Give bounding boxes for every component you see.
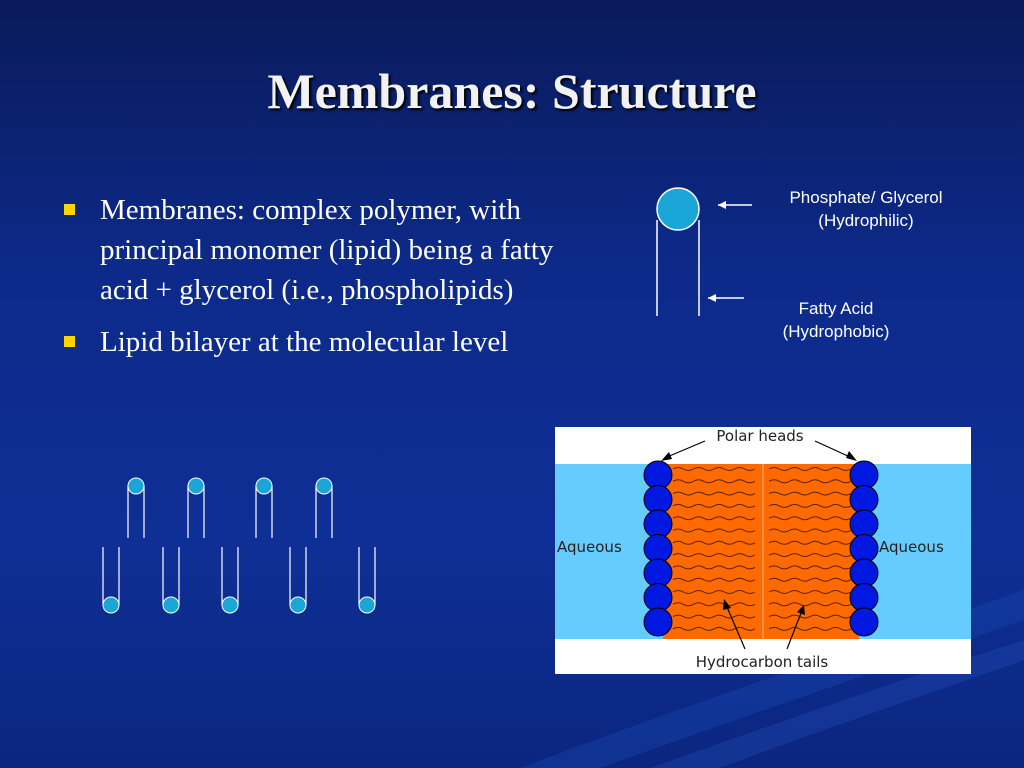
hydrocarbon-wave bbox=[768, 503, 852, 508]
aqueous-right-label: Aqueous bbox=[879, 538, 944, 556]
arrowhead-icon bbox=[797, 605, 805, 615]
slide-title: Membranes: Structure bbox=[267, 63, 757, 119]
lipid-head bbox=[255, 477, 273, 495]
hydrocarbon-wave bbox=[672, 602, 756, 607]
arrowhead-icon bbox=[723, 599, 731, 610]
lipid-head bbox=[187, 477, 205, 495]
tails-arrow-right bbox=[786, 612, 802, 650]
hydrocarbon-wave bbox=[768, 565, 852, 570]
polar-head bbox=[643, 485, 673, 514]
head-arrow-icon bbox=[718, 201, 726, 209]
phospholipid-molecule bbox=[358, 547, 376, 614]
hydrocarbon-wave bbox=[768, 577, 852, 582]
hydrocarbon-wave bbox=[672, 577, 756, 582]
hydrocarbon-wave bbox=[768, 540, 852, 545]
bullet-item: Lipid bilayer at the molecular level bbox=[62, 322, 582, 362]
bilayer-figure: Polar heads Aqueous Aqueous Hydrocarbon … bbox=[555, 427, 971, 674]
phospholipid-molecule bbox=[255, 477, 273, 538]
hydrocarbon-wave bbox=[672, 479, 756, 484]
lipid-head bbox=[289, 596, 307, 614]
square-bullet-icon bbox=[64, 336, 75, 347]
hydrocarbon-wave bbox=[768, 528, 852, 533]
hydrocarbon-wave bbox=[672, 540, 756, 545]
lipid-head bbox=[221, 596, 239, 614]
hydrocarbon-wave bbox=[768, 614, 852, 619]
hydrocarbon-wave bbox=[672, 516, 756, 521]
tail-arrow-icon bbox=[708, 294, 716, 302]
bullet-item: Membranes: complex polymer, with princip… bbox=[62, 190, 582, 310]
hydrocarbon-wave bbox=[672, 626, 756, 631]
polar-head bbox=[643, 558, 673, 588]
hydrocarbon-wave bbox=[672, 491, 756, 496]
polar-head bbox=[849, 607, 879, 637]
phospholipid-molecule bbox=[162, 547, 180, 614]
bullet-list: Membranes: complex polymer, with princip… bbox=[62, 190, 582, 374]
lipid-head bbox=[315, 477, 333, 495]
hydrocarbon-wave bbox=[768, 479, 852, 484]
hydrocarbon-wave bbox=[768, 491, 852, 496]
hydrocarbon-wave bbox=[768, 590, 852, 594]
polar-heads-label: Polar heads bbox=[716, 427, 803, 445]
phospholipid-molecule bbox=[127, 477, 145, 538]
polar-head bbox=[643, 534, 673, 563]
polar-head bbox=[849, 558, 879, 588]
polar-head bbox=[643, 460, 673, 490]
hydrocarbon-wave bbox=[672, 590, 756, 594]
phospholipid-molecule bbox=[289, 547, 307, 614]
head-label: Phosphate/ Glycerol (Hydrophilic) bbox=[789, 188, 943, 230]
hydrocarbon-wave bbox=[672, 614, 756, 619]
aqueous-left-label: Aqueous bbox=[557, 538, 622, 556]
hydrocarbon-wave bbox=[672, 503, 756, 508]
hydrocarbon-wave bbox=[768, 516, 852, 521]
polar-heads-arrow-right bbox=[814, 440, 851, 458]
phospholipid-molecule bbox=[315, 477, 333, 538]
hydrocarbon-core bbox=[663, 464, 859, 639]
square-bullet-icon bbox=[64, 204, 75, 215]
hydrocarbon-wave bbox=[768, 626, 852, 631]
hydrocarbon-wave bbox=[672, 565, 756, 570]
polar-head bbox=[643, 583, 673, 612]
hydrocarbon-wave bbox=[768, 553, 852, 558]
lipid-head bbox=[127, 477, 145, 495]
polar-head bbox=[849, 460, 879, 490]
polar-head-group bbox=[643, 460, 879, 637]
polar-head bbox=[849, 534, 879, 563]
lipid-head bbox=[162, 596, 180, 614]
arrowhead-icon bbox=[661, 452, 672, 461]
lipid-head bbox=[102, 596, 120, 614]
hydrocarbon-wave bbox=[768, 602, 852, 607]
bullet-text: Lipid bilayer at the molecular level bbox=[100, 326, 509, 358]
polar-head bbox=[643, 607, 673, 637]
bullet-text: Membranes: complex polymer, with princip… bbox=[100, 194, 554, 306]
tails-arrow-left bbox=[726, 606, 746, 650]
polar-head bbox=[849, 485, 879, 514]
arrowhead-icon bbox=[846, 451, 857, 461]
phospholipid-molecule bbox=[187, 477, 205, 538]
lipid-head bbox=[358, 596, 376, 614]
hydrocarbon-wave bbox=[672, 528, 756, 533]
phosphate-head-circle bbox=[656, 187, 700, 231]
polar-heads-arrow-left bbox=[666, 440, 706, 458]
hydrocarbon-tail-waves bbox=[672, 467, 852, 631]
phospholipid-molecule bbox=[221, 547, 239, 614]
hydrocarbon-tails-label: Hydrocarbon tails bbox=[696, 653, 829, 671]
polar-head bbox=[849, 509, 879, 539]
bilayer-svg: Polar heads Aqueous Aqueous Hydrocarbon … bbox=[555, 427, 971, 671]
hydrocarbon-wave bbox=[672, 553, 756, 558]
polar-head bbox=[643, 509, 673, 539]
phospholipid-molecule bbox=[102, 547, 120, 614]
phospholipid-diagram bbox=[656, 187, 752, 316]
stick-bilayer-diagram bbox=[102, 477, 376, 614]
hydrocarbon-wave bbox=[672, 467, 756, 471]
tail-label: Fatty Acid (Hydrophobic) bbox=[782, 299, 890, 341]
polar-head bbox=[849, 583, 879, 612]
hydrocarbon-wave bbox=[768, 467, 852, 471]
